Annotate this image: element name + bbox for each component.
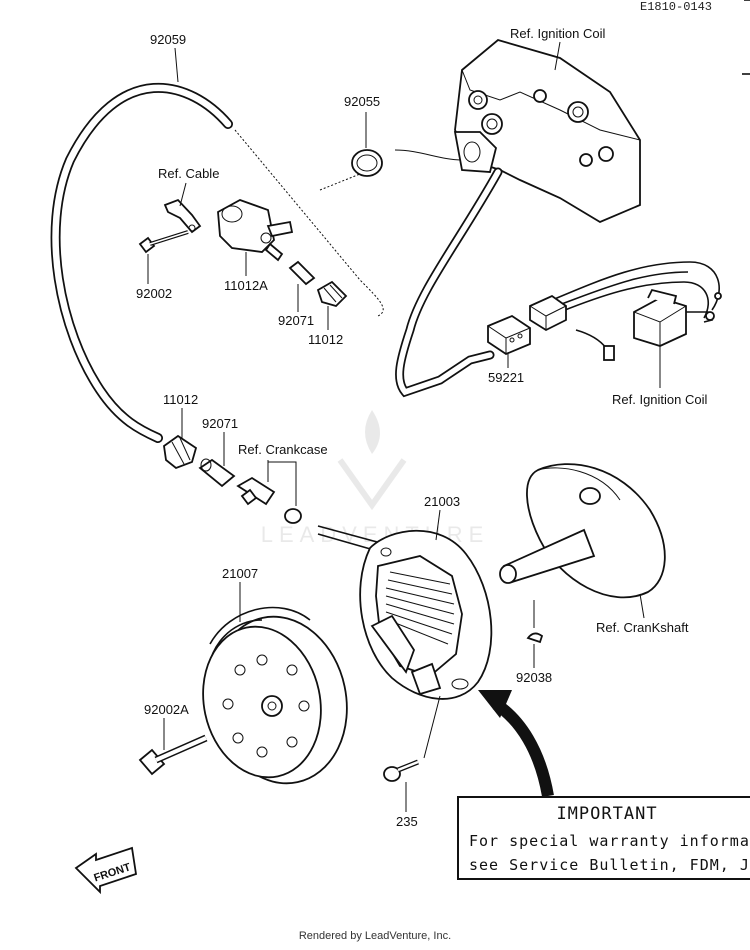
- label-92038: 92038: [516, 670, 552, 685]
- leader-ref-cable: [179, 182, 187, 207]
- leader-ref-crankcase: [267, 460, 297, 506]
- label-21003: 21003: [424, 494, 460, 509]
- flywheel-21007: [202, 606, 348, 785]
- label-92071-mid: 92071: [202, 416, 238, 431]
- bolt-92002A: [138, 734, 208, 776]
- label-92071-top: 92071: [278, 313, 314, 328]
- bolt-92002: [138, 230, 189, 254]
- leadventure-watermark: LEADVENTURE: [261, 410, 483, 547]
- label-92055: 92055: [344, 94, 380, 109]
- label-ref-ignition-coil-top: Ref. Ignition Coil: [510, 26, 605, 41]
- screw-235: [383, 759, 419, 782]
- leader-21003: [435, 509, 441, 541]
- label-21007: 21007: [222, 566, 258, 581]
- label-92002: 92002: [136, 286, 172, 301]
- key-92038: [526, 632, 544, 644]
- label-11012A: 11012A: [224, 278, 268, 293]
- label-235: 235: [396, 814, 418, 829]
- ignition-coil-bottom: [633, 288, 722, 347]
- label-11012-top: 11012: [308, 332, 343, 347]
- wiring-harness: [395, 167, 720, 398]
- leader-ref-ignition-coil-top: [554, 41, 561, 71]
- stator-plate-21003: [359, 529, 493, 700]
- cable-bracket: [163, 198, 202, 234]
- label-59221: 59221: [488, 370, 524, 385]
- fitting-92071-mid: [198, 458, 236, 488]
- nut-11012-mid: [163, 434, 198, 470]
- cable-92059: [50, 83, 233, 443]
- ignition-coil-housing: [453, 39, 641, 224]
- diagram-code: E1810-0143: [640, 0, 712, 14]
- notice-line-2: see Service Bulletin, FDM, JS: [469, 856, 750, 874]
- oil-pump-11012A: [217, 199, 294, 262]
- crankshaft: [499, 463, 666, 599]
- watermark-v-mark: [337, 458, 407, 511]
- label-ref-ignition-coil-bottom: Ref. Ignition Coil: [612, 392, 707, 407]
- leader-92059: [174, 47, 179, 83]
- watermark-flame-icon: [365, 410, 380, 454]
- leader-ref-crankshaft: [639, 593, 645, 619]
- footer-credit: Rendered by LeadVenture, Inc.: [298, 930, 452, 942]
- label-92002A: 92002A: [144, 702, 189, 717]
- front-arrow-icon: FRONT: [74, 846, 138, 895]
- connector-59221: [487, 294, 567, 356]
- label-ref-cable: Ref. Cable: [158, 166, 219, 181]
- notice-line-1: For special warranty informat: [469, 832, 750, 850]
- label-ref-crankcase: Ref. Crankcase: [238, 442, 328, 457]
- important-notice-box: IMPORTANT For special warranty informat …: [457, 796, 750, 880]
- alignment-line-coil: [394, 149, 463, 161]
- leader-235-upper: [423, 695, 441, 759]
- crankcase-fitting: [236, 476, 302, 524]
- fitting-92071-top: [288, 260, 316, 286]
- label-92059: 92059: [150, 32, 186, 47]
- nut-11012-top: [316, 280, 348, 308]
- label-11012-mid: 11012: [163, 392, 198, 407]
- label-ref-crankshaft: Ref. CranKshaft: [596, 620, 689, 635]
- notice-title: IMPORTANT: [556, 804, 658, 824]
- curved-arrow-icon: [478, 690, 554, 798]
